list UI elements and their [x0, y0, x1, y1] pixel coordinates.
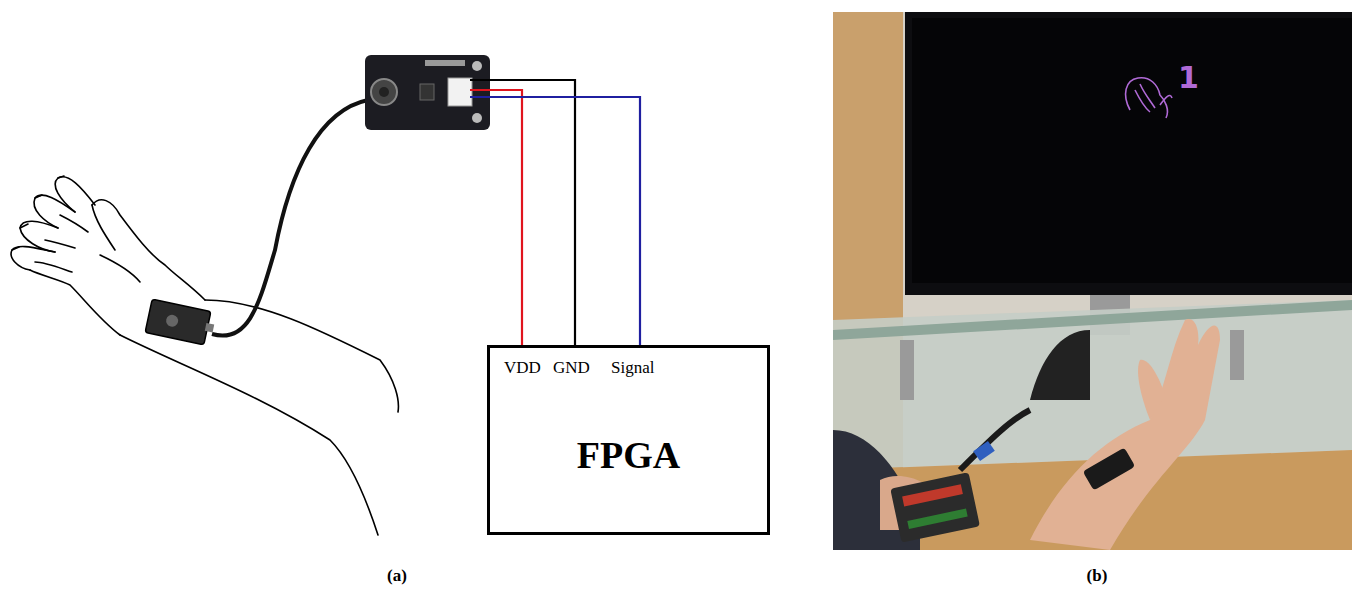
box-title: FPGA [577, 433, 680, 477]
hand-sketch [11, 176, 398, 535]
sensor-board [365, 55, 490, 130]
photo [833, 12, 1352, 550]
pin-label: GND [553, 358, 590, 378]
panel-caption: (a) [387, 566, 407, 586]
gnd-wire [470, 80, 575, 345]
wires [470, 80, 640, 345]
signal-wire [470, 97, 640, 345]
wrist-sensor [145, 299, 217, 346]
panel-caption: (b) [1087, 566, 1108, 586]
vdd-wire [470, 90, 522, 345]
pin-label: VDD [504, 358, 541, 378]
sensor-cable [212, 100, 368, 336]
gesture-number: 1 [1178, 60, 1199, 95]
screen-hand [1126, 78, 1172, 118]
pin-label: Signal [611, 358, 654, 378]
